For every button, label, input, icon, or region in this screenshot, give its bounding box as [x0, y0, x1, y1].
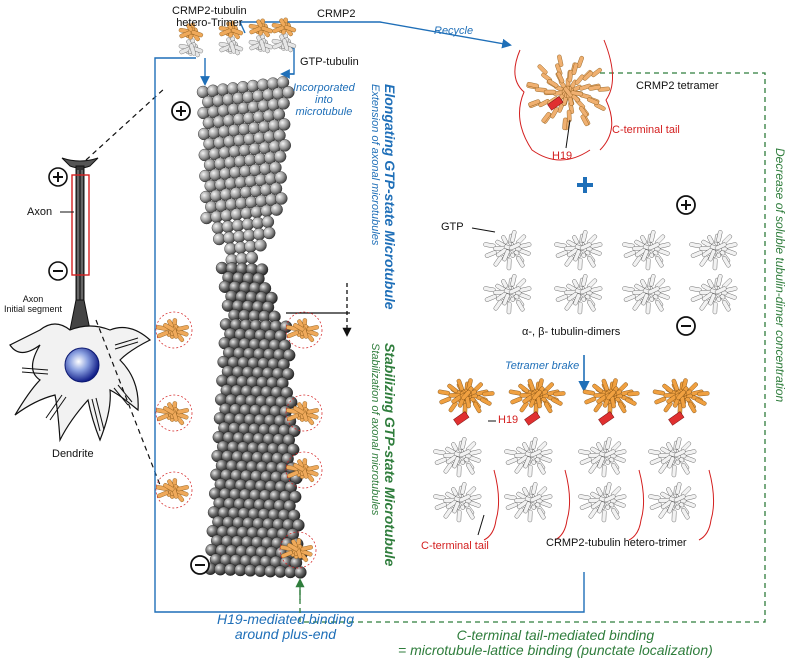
stabilizing-subtitle: Stabilization of axonal microtubules	[369, 343, 381, 516]
mt-plus-icon	[171, 101, 191, 121]
neuron-plus-icon	[48, 167, 68, 187]
gtp-label: GTP	[441, 221, 464, 233]
dendrite-label: Dendrite	[52, 448, 94, 460]
zoom-line-top	[85, 87, 166, 161]
microtubule	[196, 76, 308, 579]
crmp2-tetramer-label: CRMP2 tetramer	[636, 80, 719, 92]
c-terminal-tail-top-label: C-terminal tail	[612, 124, 680, 136]
tetramer-brake-label: Tetramer brake	[505, 360, 580, 372]
dimer-minus-icon	[676, 316, 696, 336]
zoom-line-bottom	[95, 319, 161, 486]
mt-minus-icon	[190, 555, 210, 575]
axon-highlight-box	[71, 174, 90, 276]
plus-combine-icon	[577, 177, 593, 193]
dimer-plus-icon	[676, 195, 696, 215]
gtp-tubulin-label: GTP-tubulin	[300, 56, 359, 68]
neuron-illustration	[9, 157, 152, 443]
h19-bottom-label: H19	[498, 414, 519, 426]
protein-structures	[155, 17, 738, 569]
trimer-bottom-label: CRMP2-tubulin hetero-trimer	[546, 537, 687, 549]
crmp2-label: CRMP2	[317, 8, 356, 20]
elongating-subtitle: Extension of axonal microtubules	[369, 84, 381, 246]
c-terminal-tail-bottom-label: C-terminal tail	[421, 540, 489, 552]
recycle-arrow	[238, 21, 512, 49]
decrease-label: Decrease of soluble tubulin-dimer concen…	[773, 148, 787, 403]
hetero-trimer-title: CRMP2-tubulin hetero-Trimer	[172, 5, 247, 30]
stabilizing-title: Stabilizing GTP-state Microtubule	[382, 343, 398, 567]
incorporated-label: Incorporated into microtubule	[293, 82, 355, 119]
elongating-title: Elongating GTP-state Microtubule	[382, 84, 398, 310]
recycle-label: Recycle	[434, 25, 474, 37]
c-terminal-binding-label: C-terminal tail-mediated binding = micro…	[398, 627, 713, 658]
h19-binding-label: H19-mediated binding around plus-end	[217, 611, 354, 643]
dimers-label: α-, β- tubulin-dimers	[522, 326, 621, 338]
axon-label: Axon	[27, 206, 53, 218]
h19-top-label: H19	[552, 150, 573, 162]
neuron-minus-icon	[48, 261, 68, 281]
h19-binding-frame	[154, 57, 585, 613]
axon-initial-segment-label: Axon Initial segment	[4, 294, 63, 314]
decrease-pathway	[299, 72, 766, 623]
